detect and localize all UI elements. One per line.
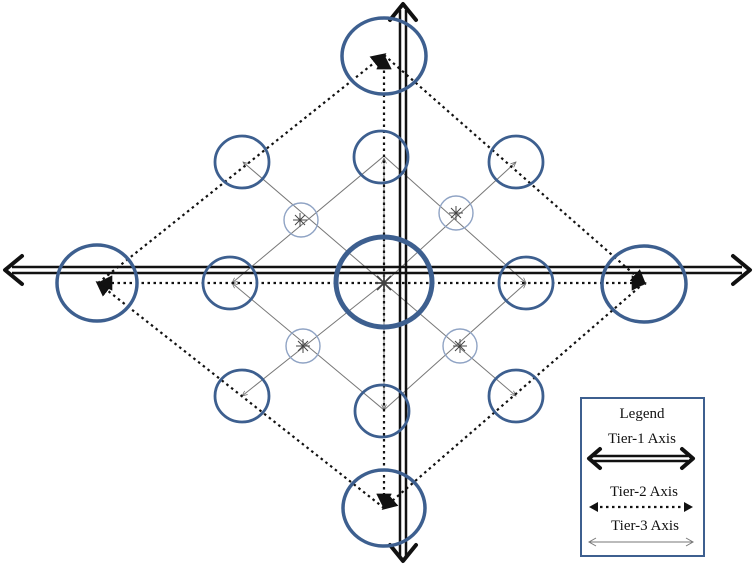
node-circle-upper-left (213, 134, 271, 190)
arrowhead-bottom (388, 543, 418, 563)
tier-2-line (97, 53, 387, 284)
node-circle-top (340, 16, 428, 96)
node-circle-small-lower-right (442, 328, 478, 364)
node-circle-small-lower-left (285, 328, 321, 364)
legend-sample-tier-2 (589, 502, 693, 512)
star-markers (293, 206, 467, 353)
tier-3-line (243, 162, 385, 284)
legend-title: Legend (620, 406, 665, 422)
node-circle-small-upper-left (283, 202, 319, 238)
legend-sample-tier-1 (587, 447, 695, 470)
node-circle-lower-left (213, 368, 271, 424)
tier-2-line (95, 281, 385, 509)
legend: Legend Tier-1 Axis Tier-2 Axis Tier-3 Ax… (580, 397, 705, 557)
legend-label-tier-1: Tier-1 Axis (608, 431, 676, 447)
node-circle-upper-right (487, 134, 545, 190)
node-circle-inner-bottom (353, 383, 411, 439)
node-circles (55, 16, 688, 548)
star-marker-lower-right (453, 339, 467, 353)
node-circle-lower-right (487, 368, 545, 424)
arrowhead-top (388, 2, 418, 22)
arrowhead-right (731, 254, 752, 286)
tier-3-line (242, 282, 385, 396)
star-marker-upper-left (293, 213, 307, 227)
node-circle-small-upper-right (438, 195, 474, 231)
star-marker-lower-left (296, 339, 310, 353)
node-circle-right (600, 244, 688, 324)
tier-2-line (383, 54, 647, 286)
node-circle-inner-top (352, 129, 410, 185)
legend-sample-tier-3 (587, 537, 695, 547)
legend-label-tier-2: Tier-2 Axis (610, 484, 678, 500)
node-circle-inner-right (497, 255, 555, 311)
tier-2-diamond (95, 53, 648, 511)
star-marker-upper-right (449, 206, 463, 220)
node-circle-center (333, 234, 435, 330)
legend-label-tier-3: Tier-3 Axis (611, 518, 679, 534)
node-circle-left (55, 243, 139, 323)
tier-3-line (383, 155, 526, 283)
node-circle-bottom (341, 468, 427, 548)
star-marker-center (375, 274, 393, 292)
arrowhead-left (3, 254, 24, 286)
tier-3-line (232, 155, 385, 283)
node-circle-inner-left (201, 255, 259, 311)
legend-box (580, 397, 705, 557)
